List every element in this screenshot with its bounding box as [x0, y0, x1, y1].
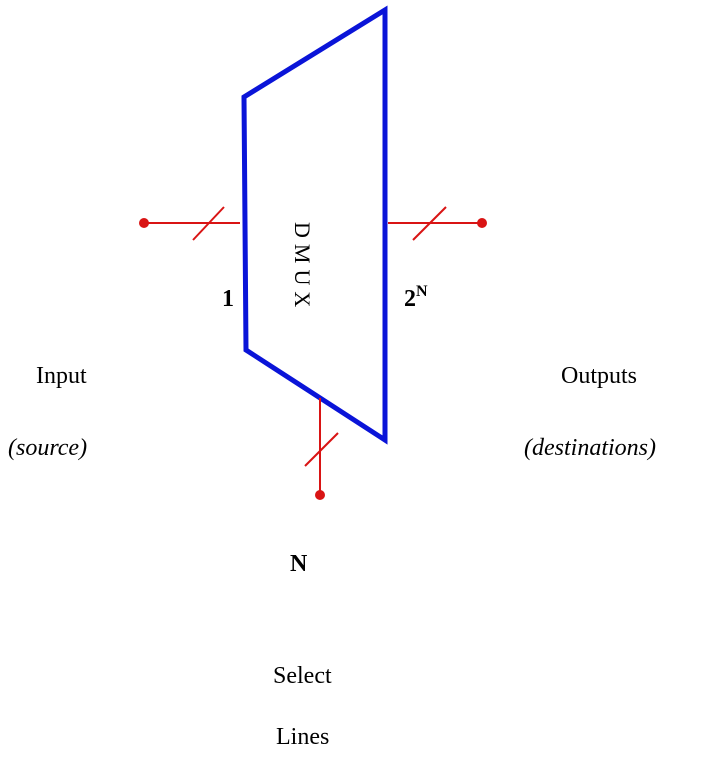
output-note: (destinations) — [524, 435, 656, 461]
select-label-line-1: Select — [273, 663, 332, 689]
output-bus-slash — [412, 206, 447, 241]
select-label-line-2: Lines — [276, 724, 330, 750]
select-count-label: N — [290, 551, 308, 577]
output-label: Outputs — [561, 363, 638, 389]
input-terminal — [139, 218, 149, 228]
select-bus-slash — [304, 432, 339, 467]
output-count-base: 2 — [404, 286, 416, 312]
select-terminal — [315, 490, 325, 500]
input-count-label: 1 — [222, 286, 234, 312]
input-bus-slash — [192, 206, 225, 241]
demux-block — [241, 5, 388, 445]
output-terminal — [477, 218, 487, 228]
input-note: (source) — [8, 435, 88, 461]
block-label: DMUX — [290, 222, 315, 314]
output-count-exponent: N — [416, 283, 428, 300]
output-count-label: 2N — [404, 284, 428, 312]
input-label: Input — [36, 363, 87, 389]
